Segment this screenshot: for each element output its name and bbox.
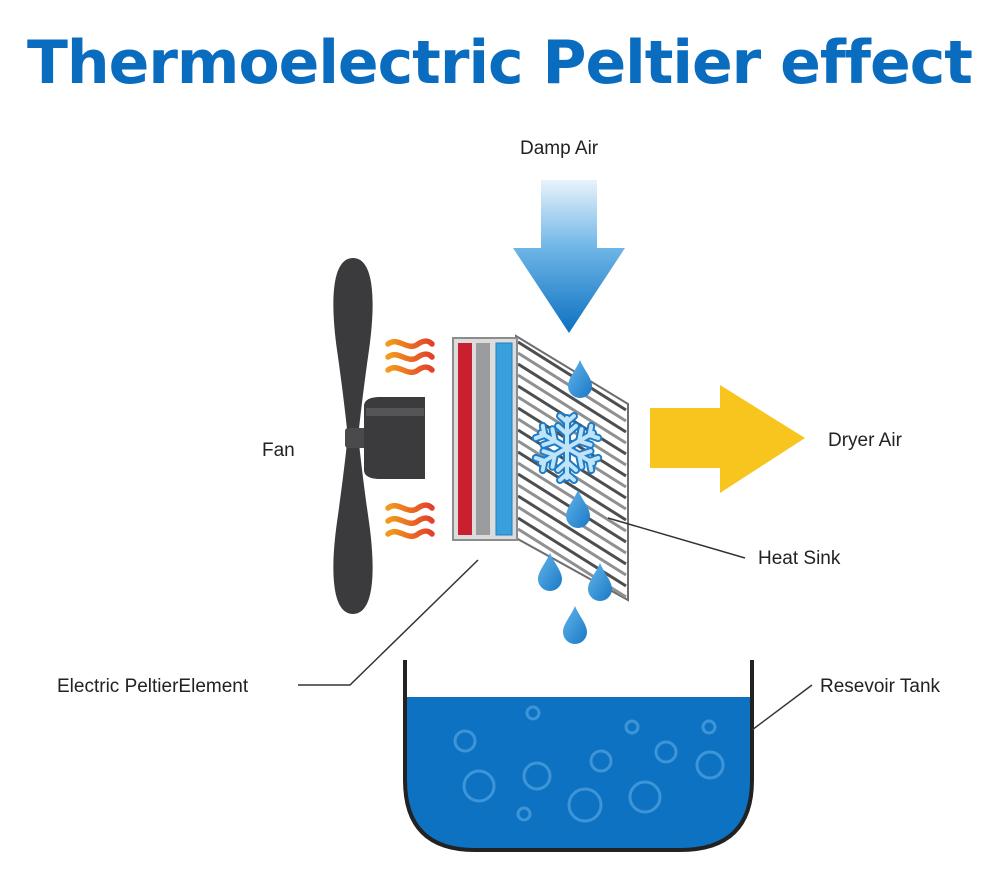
heat-sink-label: Heat Sink [758,548,841,569]
page-title: Thermoelectric Peltier effect [27,28,973,98]
bubble [462,769,496,803]
bubble [516,806,532,822]
damp-air-arrow [513,180,625,333]
bubble [567,787,603,823]
heat-sink [515,334,629,602]
bubble [624,719,640,735]
water-droplet [563,606,587,644]
bubble [654,740,678,764]
heat-wave-icon [385,338,435,539]
reservoir-tank-label: Resevoir Tank [820,676,941,697]
bubble [701,719,717,735]
snowflake-icon [531,412,603,484]
heat-sink-fin [517,450,627,522]
water-droplet [538,553,562,591]
fan-label: Fan [262,440,295,461]
bubble [695,750,725,780]
leader-lines [298,517,813,731]
bubble [589,749,613,773]
bubble [522,761,552,791]
peltier-element [452,337,518,541]
reservoir-tank [403,660,754,852]
bubble [453,729,477,753]
bubble [628,780,662,814]
heat-sink-fin [517,516,627,588]
dryer-air-arrow [650,385,805,493]
heat-sink-fin [517,362,627,434]
dryer-air-label: Dryer Air [828,430,902,451]
water-droplet-icon [538,360,612,644]
damp-air-label: Damp Air [520,138,599,159]
heat-sink-fin [517,505,627,577]
water-droplet [566,490,590,528]
heat-sink-fin [517,494,627,566]
water-droplet [588,563,612,601]
heat-sink-fin [517,461,627,533]
fan-icon [333,258,425,614]
heat-sink-fin [517,373,627,445]
water-droplet [568,360,592,398]
bubble [525,705,541,721]
peltier-element-label: Electric PeltierElement [57,676,249,697]
